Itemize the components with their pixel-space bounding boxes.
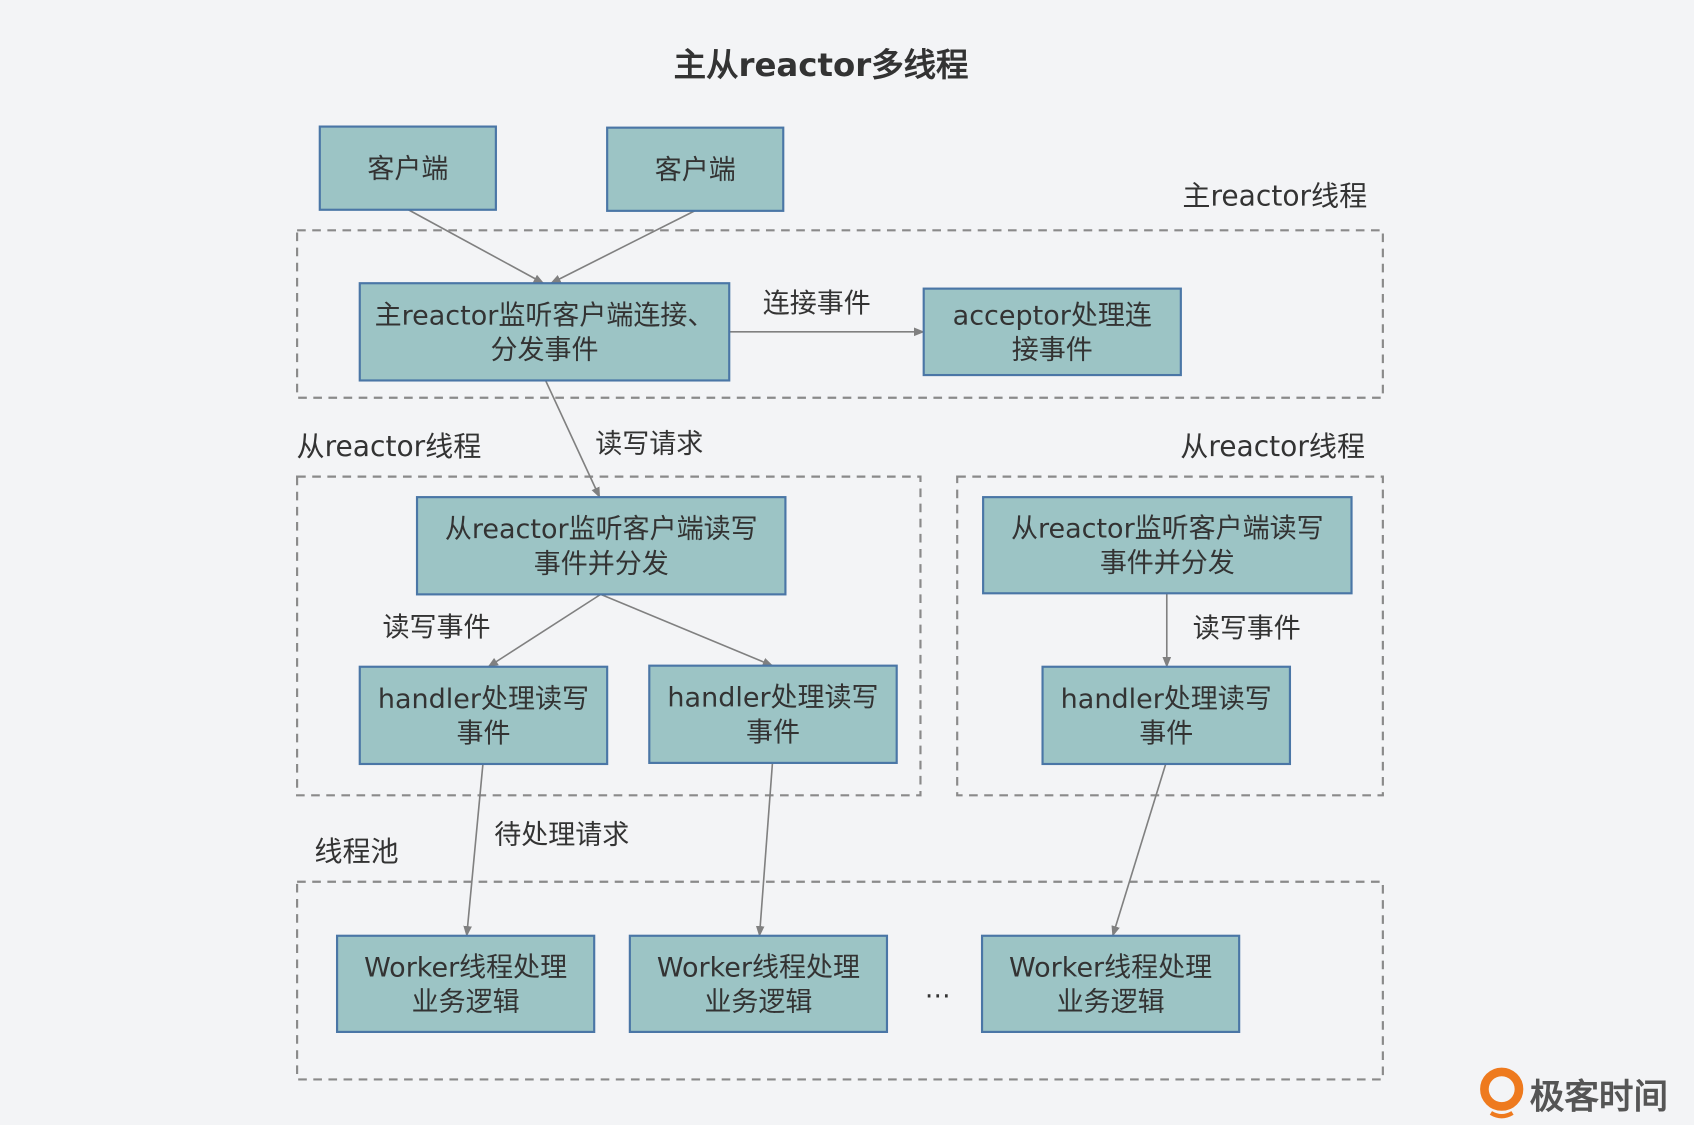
sub-reactor-2-text: 事件并分发: [1100, 548, 1235, 579]
arrow: [1111, 763, 1167, 937]
arrow: [600, 593, 774, 667]
client-2-box: 客户端: [606, 126, 785, 212]
handler-3-text: handler处理读写: [1061, 684, 1272, 715]
thread-pool-region: [296, 880, 1384, 1081]
handler-2-text: 事件: [746, 717, 800, 748]
main-reactor-box: 主reactor监听客户端连接、分发事件: [358, 282, 731, 382]
sub-reactor-region-1-label: 从reactor线程: [297, 430, 482, 463]
arrow: [487, 593, 602, 668]
worker-3-text: Worker线程处理: [1009, 952, 1212, 983]
main-reactor-region-label: 主reactor线程: [1182, 179, 1367, 212]
main-reactor-text: 主reactor监听客户端连接、: [375, 300, 715, 331]
connect-event-label: 连接事件: [763, 288, 871, 319]
worker-1-text: 业务逻辑: [412, 987, 520, 1018]
rw-event-1-label: 读写事件: [382, 613, 490, 644]
diagram-title: 主从reactor多线程: [674, 46, 969, 84]
sub-reactor-2-text: 从reactor监听客户端读写: [1011, 514, 1324, 545]
pending-request-label: 待处理请求: [494, 820, 629, 851]
rw-request-label: 读写请求: [595, 429, 703, 460]
worker-1-text: Worker线程处理: [364, 952, 567, 983]
logo: 极客时间: [1480, 1067, 1668, 1119]
worker-3-text: 业务逻辑: [1057, 987, 1165, 1018]
client-1-box: 客户端: [318, 125, 497, 211]
client-2-text: 客户端: [655, 155, 736, 186]
client-1-text: 客户端: [367, 154, 448, 185]
rw-event-2-label: 读写事件: [1193, 614, 1301, 645]
sub-reactor-1-text: 事件并分发: [534, 549, 669, 580]
main-reactor-text: 分发事件: [490, 335, 598, 366]
arrow: [407, 209, 545, 284]
arrow: [550, 210, 696, 284]
arrow: [463, 763, 484, 937]
ellipsis: …: [925, 974, 951, 1004]
main-reactor-region: [296, 229, 1384, 399]
handler-2-text: handler处理读写: [667, 683, 878, 714]
worker-2-text: Worker线程处理: [657, 952, 860, 983]
acceptor-text: 接事件: [1012, 335, 1093, 366]
logo-icon: [1480, 1067, 1524, 1111]
sub-reactor-region-2-label: 从reactor线程: [1180, 430, 1365, 463]
arrow: [544, 380, 601, 499]
handler-3-text: 事件: [1139, 718, 1193, 749]
handler-1-text: 事件: [456, 718, 510, 749]
sub-reactor-region-2: [956, 475, 1384, 797]
sub-reactor-region-1: [296, 475, 922, 797]
worker-2-text: 业务逻辑: [704, 987, 812, 1018]
handler-1-text: handler处理读写: [378, 684, 589, 715]
arrow: [755, 762, 774, 937]
acceptor-text: acceptor处理连: [953, 300, 1152, 331]
sub-reactor-1-text: 从reactor监听客户端读写: [445, 514, 758, 545]
logo-text: 极客时间: [1530, 1078, 1668, 1118]
thread-pool-region-label: 线程池: [314, 835, 398, 868]
